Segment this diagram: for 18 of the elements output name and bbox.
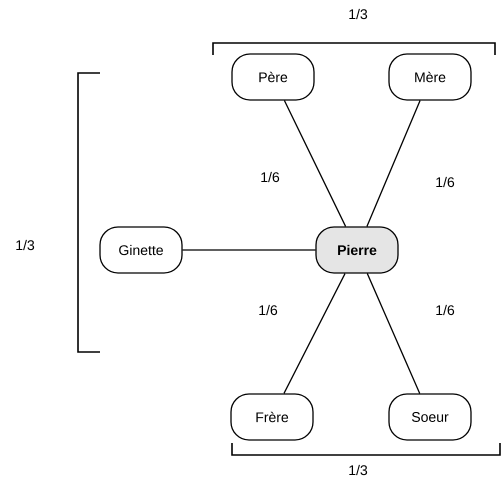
connector: [283, 273, 346, 394]
person-box: Pierre: [315, 226, 399, 274]
person-box: Frère: [230, 393, 314, 441]
person-box: Père: [231, 53, 315, 101]
connector: [182, 249, 316, 251]
edge-label: 1/6: [257, 304, 279, 316]
edge-label: 1/6: [434, 176, 456, 188]
connector: [366, 100, 421, 227]
person-box: Soeur: [388, 393, 472, 441]
edge-label: 1/6: [259, 170, 281, 184]
connector: [366, 273, 420, 394]
fraction-label: 1/3: [349, 8, 368, 20]
fraction-label: 1/3: [349, 464, 368, 476]
connector: [284, 100, 346, 227]
edge-label: 1/6: [434, 304, 456, 316]
person-box: Ginette: [99, 226, 183, 274]
fraction-label: 1/3: [16, 240, 34, 250]
person-box: Mère: [388, 53, 472, 101]
